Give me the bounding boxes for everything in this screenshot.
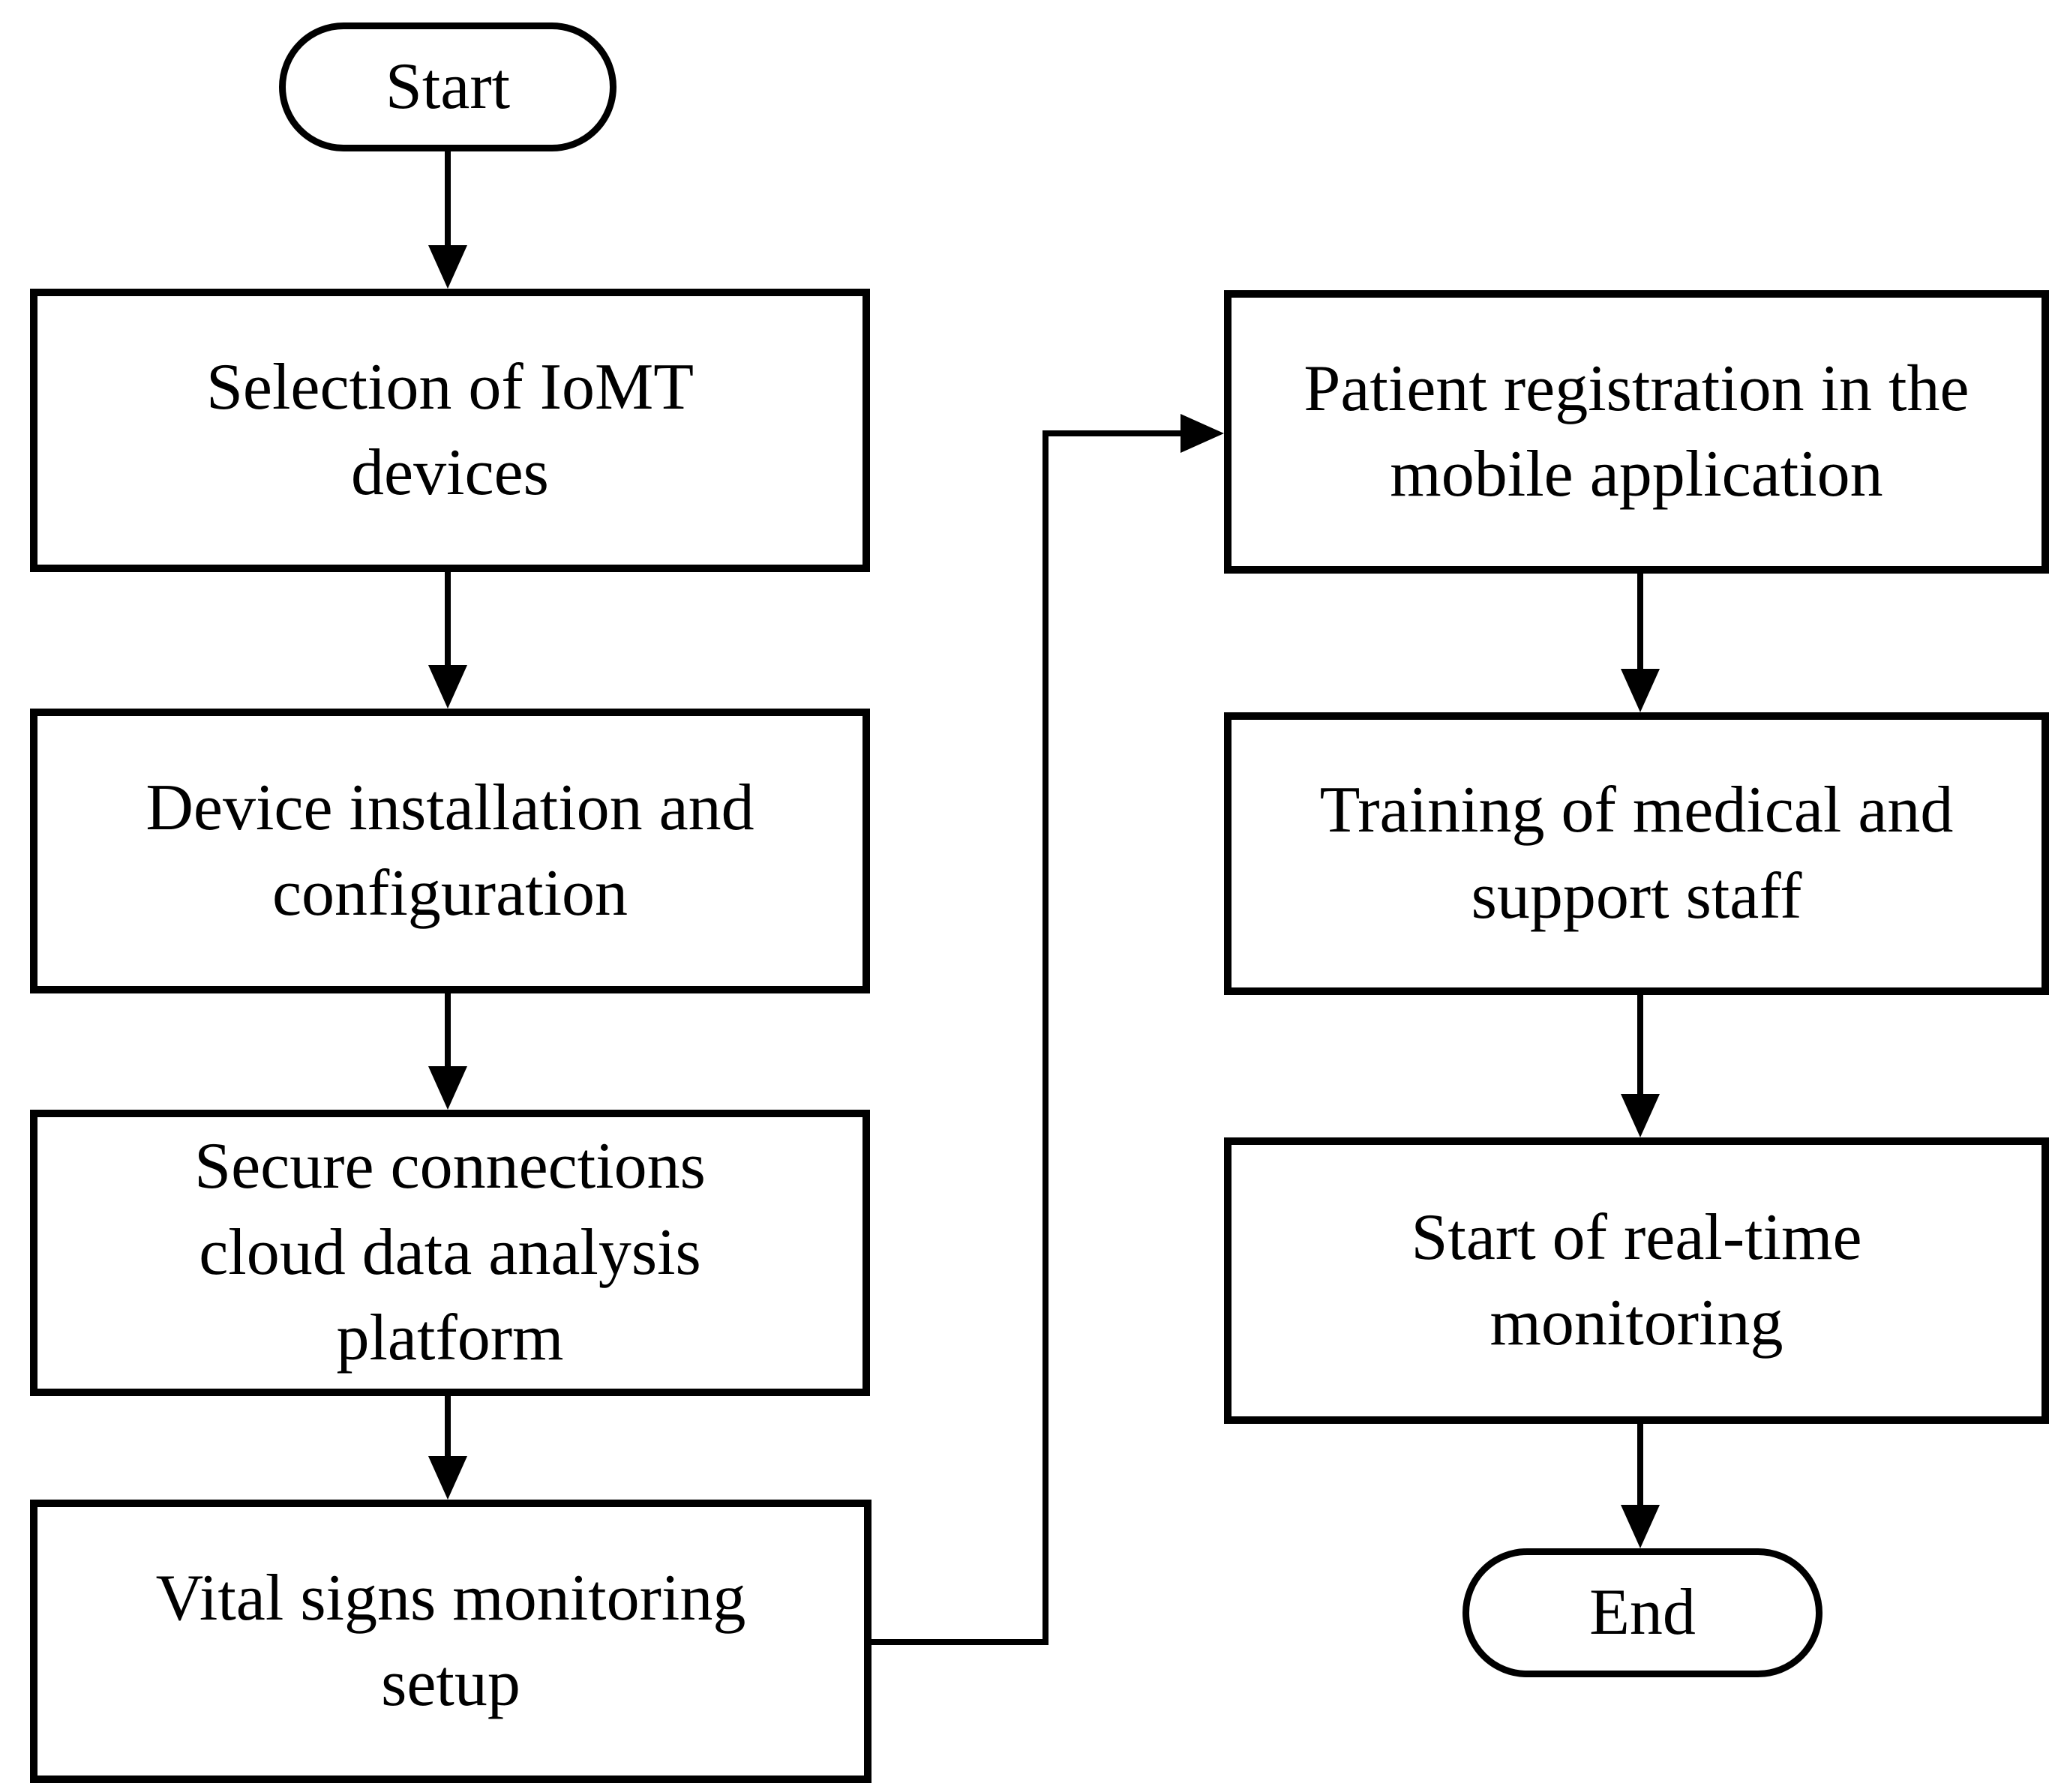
edge-secure-vitalsigns-arrowhead-icon bbox=[428, 1456, 467, 1500]
edge-selection-installation-line bbox=[445, 572, 451, 670]
node-end: End bbox=[1462, 1548, 1822, 1677]
node-start: Start bbox=[279, 22, 616, 151]
edge-registration-training-arrowhead-icon bbox=[1621, 669, 1660, 712]
node-realtime-monitoring-label: Start of real-time monitoring bbox=[1411, 1200, 1862, 1359]
node-secure-connections-cloud-platform-label: Secure connections cloud data analysis p… bbox=[194, 1130, 706, 1375]
edge-start-selection-arrowhead-icon bbox=[428, 245, 467, 289]
node-staff-training: Training of medical and support staff bbox=[1224, 712, 2049, 995]
node-device-installation-configuration: Device installation and configuration bbox=[30, 709, 870, 993]
edge-training-monitoring-arrowhead-icon bbox=[1621, 1094, 1660, 1137]
edge-vitalsigns-registration-arrowhead-icon bbox=[1180, 414, 1224, 453]
edge-installation-secure-line bbox=[445, 993, 451, 1072]
node-selection-of-iomt-devices: Selection of IoMT devices bbox=[30, 289, 870, 572]
edge-registration-training-line bbox=[1637, 574, 1643, 673]
edge-secure-vitalsigns-line bbox=[445, 1396, 451, 1462]
edge-monitoring-end-arrowhead-icon bbox=[1621, 1505, 1660, 1548]
node-patient-registration: Patient registration in the mobile appli… bbox=[1224, 290, 2049, 574]
node-end-label: End bbox=[1589, 1575, 1696, 1649]
edge-monitoring-end-line bbox=[1637, 1424, 1643, 1509]
node-vital-signs-monitoring-setup: Vital signs monitoring setup bbox=[30, 1500, 872, 1783]
node-start-label: Start bbox=[385, 49, 511, 123]
edge-installation-secure-arrowhead-icon bbox=[428, 1066, 467, 1110]
edge-training-monitoring-line bbox=[1637, 995, 1643, 1098]
edge-vitalsigns-registration-lower-segment bbox=[870, 1639, 1048, 1645]
edge-start-selection-line bbox=[445, 148, 451, 251]
edge-selection-installation-arrowhead-icon bbox=[428, 665, 467, 709]
node-staff-training-label: Training of medical and support staff bbox=[1319, 774, 1954, 933]
node-selection-of-iomt-devices-label: Selection of IoMT devices bbox=[206, 350, 694, 509]
node-realtime-monitoring: Start of real-time monitoring bbox=[1224, 1137, 2049, 1424]
node-secure-connections-cloud-platform: Secure connections cloud data analysis p… bbox=[30, 1110, 870, 1396]
node-vital-signs-monitoring-setup-label: Vital signs monitoring setup bbox=[155, 1561, 746, 1720]
edge-vitalsigns-registration-vertical-segment bbox=[1042, 430, 1048, 1645]
edge-vitalsigns-registration-upper-segment bbox=[1042, 430, 1184, 436]
node-device-installation-configuration-label: Device installation and configuration bbox=[146, 771, 754, 930]
node-patient-registration-label: Patient registration in the mobile appli… bbox=[1304, 352, 1970, 511]
